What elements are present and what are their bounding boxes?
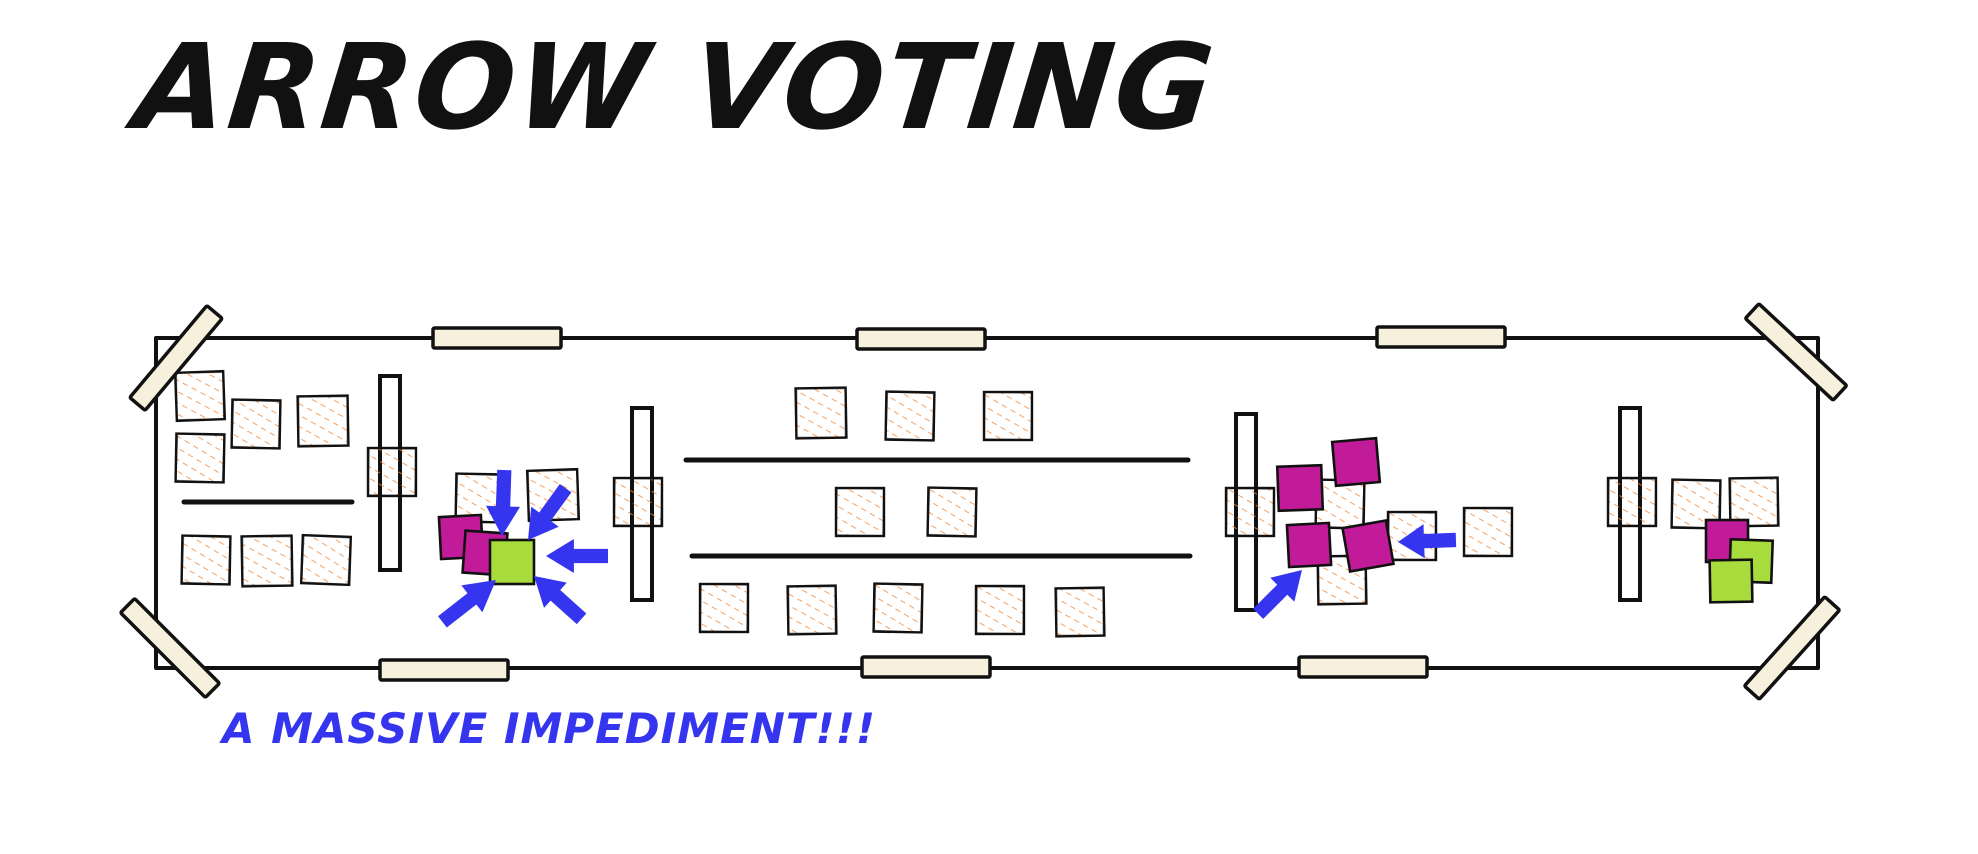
sticky-note bbox=[230, 398, 282, 450]
sticky-note bbox=[834, 486, 886, 538]
vote-arrow-icon bbox=[546, 539, 608, 573]
vote-arrow-icon bbox=[1253, 570, 1302, 619]
masking-tape bbox=[855, 327, 987, 351]
sticky-note bbox=[794, 386, 848, 440]
sticky-note-sketch bbox=[1056, 588, 1104, 636]
sticky-note bbox=[366, 446, 418, 498]
sticky-note-sketch bbox=[836, 488, 884, 536]
sticky-note bbox=[240, 534, 294, 588]
vote-arrow-icon bbox=[486, 469, 520, 536]
vote-arrow-icon bbox=[1398, 524, 1457, 559]
vote-sticky-magenta bbox=[1285, 521, 1333, 569]
sticky-note bbox=[1670, 478, 1722, 530]
sticky-note-sketch bbox=[1226, 488, 1274, 536]
vote-sticky-magenta bbox=[1330, 436, 1382, 488]
sticky-note-sketch bbox=[298, 396, 348, 446]
sticky-note-sketch bbox=[1608, 478, 1656, 526]
sticky-note bbox=[612, 476, 664, 528]
impediment-caption: A MASSIVE IMPEDIMENT!!! bbox=[222, 704, 877, 753]
sticky-note-sketch bbox=[1730, 478, 1778, 526]
sticky-note bbox=[974, 584, 1026, 636]
sticky-note-sketch bbox=[885, 391, 935, 441]
sticky-note-sketch bbox=[984, 392, 1032, 440]
sticky-note-sketch bbox=[176, 372, 224, 420]
vote-sticky-magenta bbox=[1341, 519, 1395, 573]
sticky-note-sketch bbox=[242, 536, 292, 586]
vote-arrow-icon bbox=[528, 484, 572, 540]
vote-sticky-green bbox=[488, 538, 536, 586]
sticky-note-sketch bbox=[927, 487, 977, 537]
masking-tape bbox=[1375, 325, 1507, 349]
sticky-note bbox=[926, 486, 978, 538]
sticky-note bbox=[872, 582, 924, 634]
sticky-note-sketch bbox=[181, 535, 231, 585]
masking-tape bbox=[431, 326, 563, 350]
sticky-note-sketch bbox=[700, 584, 748, 632]
vote-sticky-green bbox=[1708, 558, 1754, 604]
sticky-note-sketch bbox=[873, 583, 923, 633]
sticky-note bbox=[1054, 586, 1106, 638]
sticky-note bbox=[982, 390, 1034, 442]
sticky-note bbox=[786, 584, 838, 636]
sticky-note-sketch bbox=[1318, 556, 1366, 604]
sticky-note-sketch bbox=[301, 535, 351, 585]
sticky-note-sketch bbox=[175, 433, 225, 483]
sticky-note-sketch bbox=[528, 470, 578, 520]
sticky-note bbox=[174, 432, 226, 484]
sticky-note-sketch bbox=[614, 478, 662, 526]
sticky-note-sketch bbox=[976, 586, 1024, 634]
sticky-note bbox=[173, 369, 227, 423]
board-outline bbox=[154, 336, 1820, 670]
sticky-note-sketch bbox=[1671, 479, 1721, 529]
sticky-note bbox=[296, 394, 350, 448]
sticky-note-sketch bbox=[231, 399, 281, 449]
sticky-note-sketch bbox=[368, 448, 416, 496]
sticky-note bbox=[1606, 476, 1658, 528]
sticky-note-sketch bbox=[1464, 508, 1512, 556]
sticky-note bbox=[1224, 486, 1276, 538]
sticky-note-sketch bbox=[796, 388, 846, 438]
masking-tape bbox=[860, 655, 992, 679]
masking-tape bbox=[1297, 655, 1429, 679]
masking-tape bbox=[378, 658, 510, 682]
vote-arrow-icon bbox=[438, 580, 496, 628]
masking-tape bbox=[128, 304, 224, 412]
sticky-note bbox=[1462, 506, 1514, 558]
sticky-note bbox=[299, 533, 353, 587]
sticky-note bbox=[1728, 476, 1780, 528]
masking-tape bbox=[1744, 302, 1848, 402]
vote-sticky-magenta bbox=[1275, 463, 1325, 513]
sticky-note bbox=[698, 582, 750, 634]
sticky-note bbox=[180, 534, 232, 586]
sticky-note-sketch bbox=[788, 586, 836, 634]
vote-arrow-icon bbox=[534, 576, 587, 625]
sticky-note bbox=[884, 390, 936, 442]
masking-tape bbox=[1743, 595, 1841, 701]
masking-tape bbox=[119, 597, 221, 699]
